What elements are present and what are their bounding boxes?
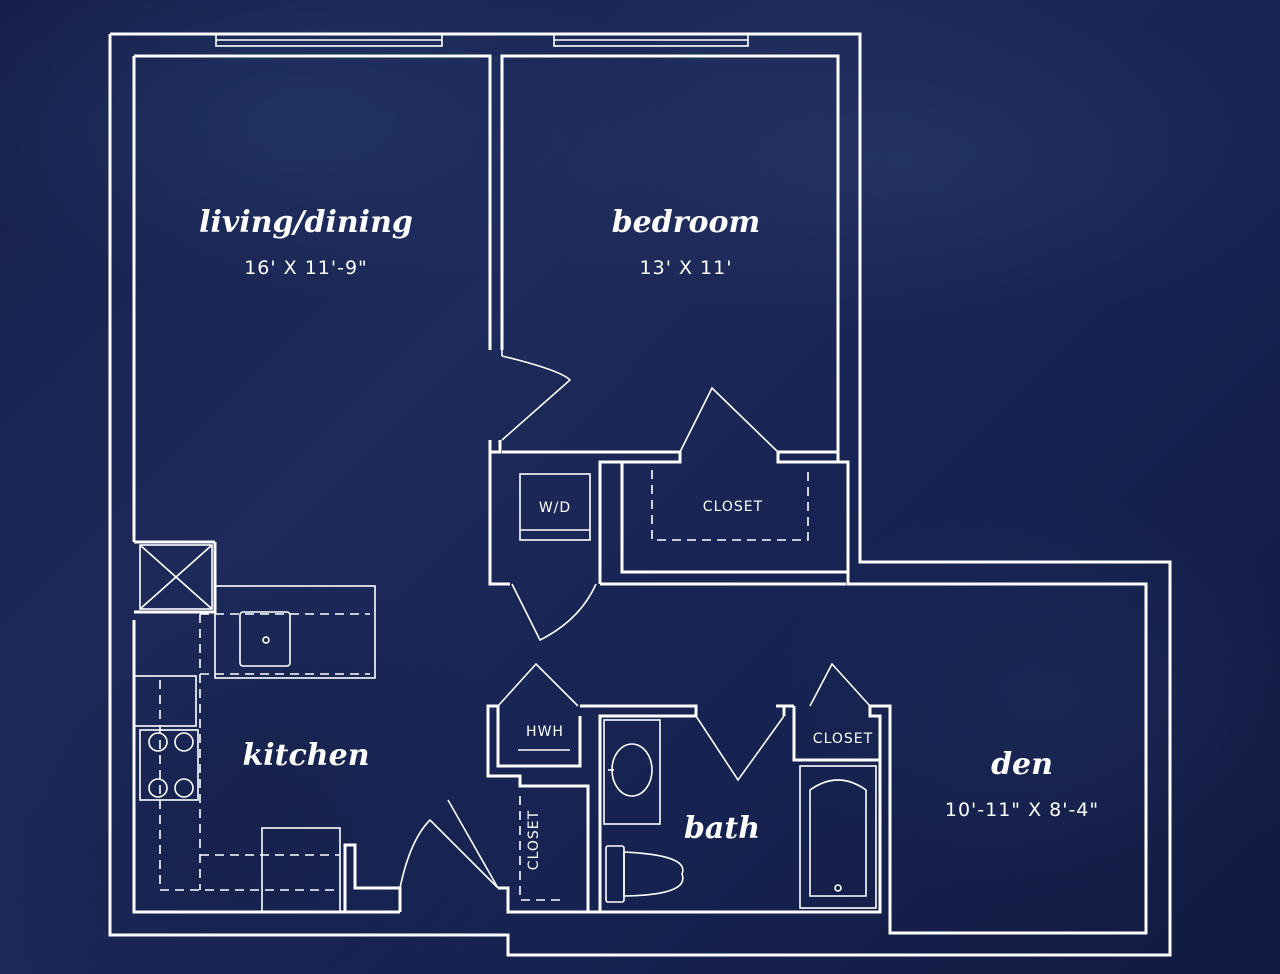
den-dims: 10'-11" X 8'-4" xyxy=(945,799,1099,821)
duct-box xyxy=(139,544,213,610)
wd-wall xyxy=(490,440,502,454)
kitchen-name: kitchen xyxy=(242,738,369,773)
kitchen-fixtures xyxy=(133,544,376,913)
toilet-icon xyxy=(623,851,684,897)
closet-hall-label: CLOSET xyxy=(526,810,542,870)
hwh-door xyxy=(497,662,579,707)
hwh-box xyxy=(496,706,582,768)
counter-segment xyxy=(133,675,197,727)
entry-door xyxy=(399,818,499,889)
bedroom-to-closet xyxy=(502,450,682,584)
entry-wall xyxy=(343,843,402,912)
den-name: den xyxy=(991,747,1053,782)
closet-doors xyxy=(679,386,779,453)
doors xyxy=(399,350,871,889)
sink-icon xyxy=(611,743,653,797)
bath-fixtures xyxy=(603,719,877,909)
bedroom-name: bedroom xyxy=(612,205,761,240)
bedroom-lower-left xyxy=(488,440,510,586)
bedroom-closet-right xyxy=(776,452,840,464)
hwh: HWH xyxy=(518,724,570,751)
wd-door xyxy=(511,583,597,642)
wd-label: W/D xyxy=(539,500,571,516)
bath-wall xyxy=(580,704,698,914)
bedroom-closet: CLOSET xyxy=(651,470,809,541)
bath-inner xyxy=(776,704,786,716)
closet-bedroom-label: CLOSET xyxy=(703,499,763,515)
outer-walls xyxy=(108,32,1172,957)
windows xyxy=(215,33,749,47)
closet-box xyxy=(620,460,850,574)
den-closet-door xyxy=(809,662,871,707)
den-closet xyxy=(792,706,880,762)
hwh-label: HWH xyxy=(526,724,564,740)
toilet-tank xyxy=(605,845,625,903)
living-room-name: living/dining xyxy=(199,205,413,240)
den-closet-label-group: CLOSET xyxy=(813,731,873,747)
bedroom-door xyxy=(501,350,572,441)
bedroom-dims: 13' X 11' xyxy=(640,257,733,279)
upper-counter xyxy=(214,585,376,679)
kitchen-sink xyxy=(239,611,291,667)
room-labels: living/dining 16' X 11'-9" bedroom 13' X… xyxy=(199,205,1099,846)
outer-wall-line xyxy=(108,32,1172,957)
bedroom-inner xyxy=(500,54,840,454)
den-upper-wall xyxy=(846,572,1148,935)
bath-name: bath xyxy=(684,811,760,846)
bath-door xyxy=(695,715,785,782)
bathtub xyxy=(799,765,877,909)
stove-icon xyxy=(139,729,199,801)
living-room-dims: 16' X 11'-9" xyxy=(244,257,368,279)
inner-wall-line xyxy=(134,54,492,350)
refrigerator xyxy=(261,827,341,913)
entry-right xyxy=(486,704,590,914)
vanity xyxy=(603,719,661,825)
bath-lower xyxy=(600,704,892,935)
closet-den-label: CLOSET xyxy=(813,731,873,747)
wd-box xyxy=(519,473,591,541)
hall-closet: CLOSET xyxy=(519,796,560,901)
washer-dryer: W/D xyxy=(519,473,591,541)
